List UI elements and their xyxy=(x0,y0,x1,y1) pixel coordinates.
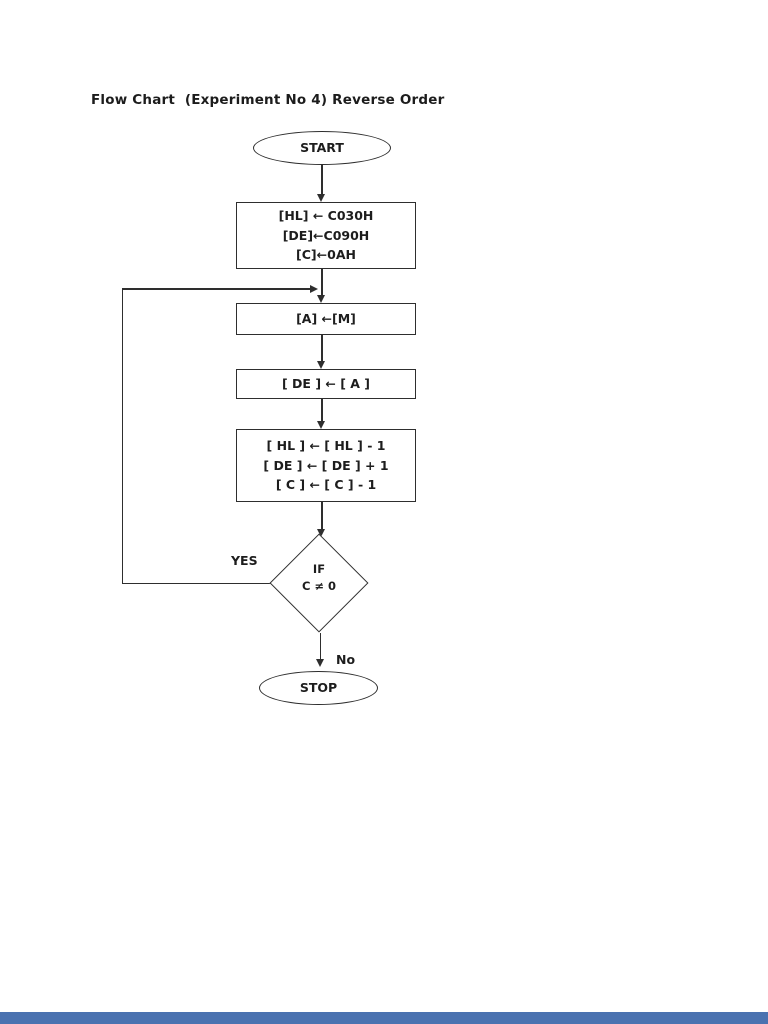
connector-decision-stop xyxy=(319,633,321,660)
update-line-1: [ HL ] ← [ HL ] - 1 xyxy=(266,438,386,454)
branch-label-no: No xyxy=(336,652,356,667)
stop-label: STOP xyxy=(299,680,338,696)
loopback-top-line xyxy=(122,288,311,290)
flowchart-init-box: [HL] ← C030H [DE]←C090H [C]←0AH xyxy=(236,202,416,269)
connector-load-copy xyxy=(321,335,323,362)
arrowhead-init-load xyxy=(317,295,325,303)
arrowhead-decision-stop xyxy=(315,659,324,667)
loopback-bottom-line xyxy=(122,582,273,584)
load-label: [A] ←[M] xyxy=(296,311,356,327)
arrowhead-copy-update xyxy=(317,421,325,429)
init-line-1: [HL] ← C030H xyxy=(278,208,374,224)
arrowhead-loopback xyxy=(310,284,318,293)
page-title: Flow Chart (Experiment No 4) Reverse Ord… xyxy=(91,92,445,108)
arrowhead-start-init xyxy=(317,194,325,202)
init-line-3: [C]←0AH xyxy=(296,247,356,263)
update-line-3: [ C ] ← [ C ] - 1 xyxy=(275,477,377,493)
flowchart-copy-box: [ DE ] ← [ A ] xyxy=(236,369,416,399)
branch-label-yes: YES xyxy=(231,553,258,568)
page-bottom-bar xyxy=(0,1012,768,1024)
update-line-2: [ DE ] ← [ DE ] + 1 xyxy=(263,457,389,473)
flowchart-stop-node: STOP xyxy=(259,671,378,705)
start-label: START xyxy=(300,140,344,156)
decision-line-1: IF xyxy=(312,562,326,576)
loopback-left-line xyxy=(121,288,123,584)
flowchart-load-box: [A] ←[M] xyxy=(236,303,416,335)
arrowhead-load-copy xyxy=(317,361,325,369)
copy-label: [ DE ] ← [ A ] xyxy=(281,376,371,392)
connector-copy-update xyxy=(321,399,323,422)
connector-init-load xyxy=(321,269,323,296)
connector-start-init xyxy=(321,165,323,195)
flowchart-update-box: [ HL ] ← [ HL ] - 1 [ DE ] ← [ DE ] + 1 … xyxy=(236,429,416,502)
arrowhead-update-decision xyxy=(317,529,325,537)
flowchart-start-node: START xyxy=(253,131,391,165)
decision-line-2: C ≠ 0 xyxy=(301,579,337,593)
init-line-2: [DE]←C090H xyxy=(282,227,370,243)
decision-text: IF C ≠ 0 xyxy=(274,561,364,595)
connector-update-decision xyxy=(321,502,323,530)
